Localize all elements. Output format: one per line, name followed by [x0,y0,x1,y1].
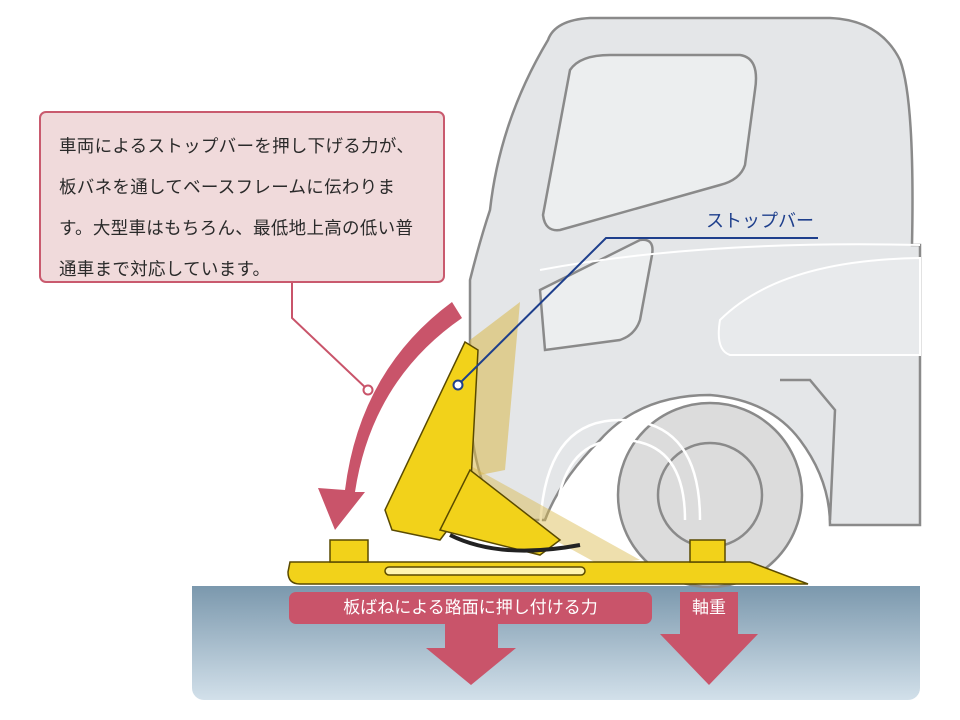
truck-illustration [468,16,922,589]
spring-force-arrow [426,620,516,685]
wheel-arch-outline [538,418,702,541]
push-down-arrow [318,302,462,530]
spring-force-label: 板ばねによる路面に押し付ける力 [289,592,652,624]
stop-bar-device [287,340,809,585]
stop-bar-label: ストップバー [706,211,814,232]
axle-load-arrow [660,592,758,685]
axle-load-label: 軸重 [692,598,726,618]
explanation-callout: 車両によるストップバーを押し下げる力が、板バネを通してベースフレームに伝わります… [39,111,445,283]
stop-bar-leader-line [457,237,818,386]
